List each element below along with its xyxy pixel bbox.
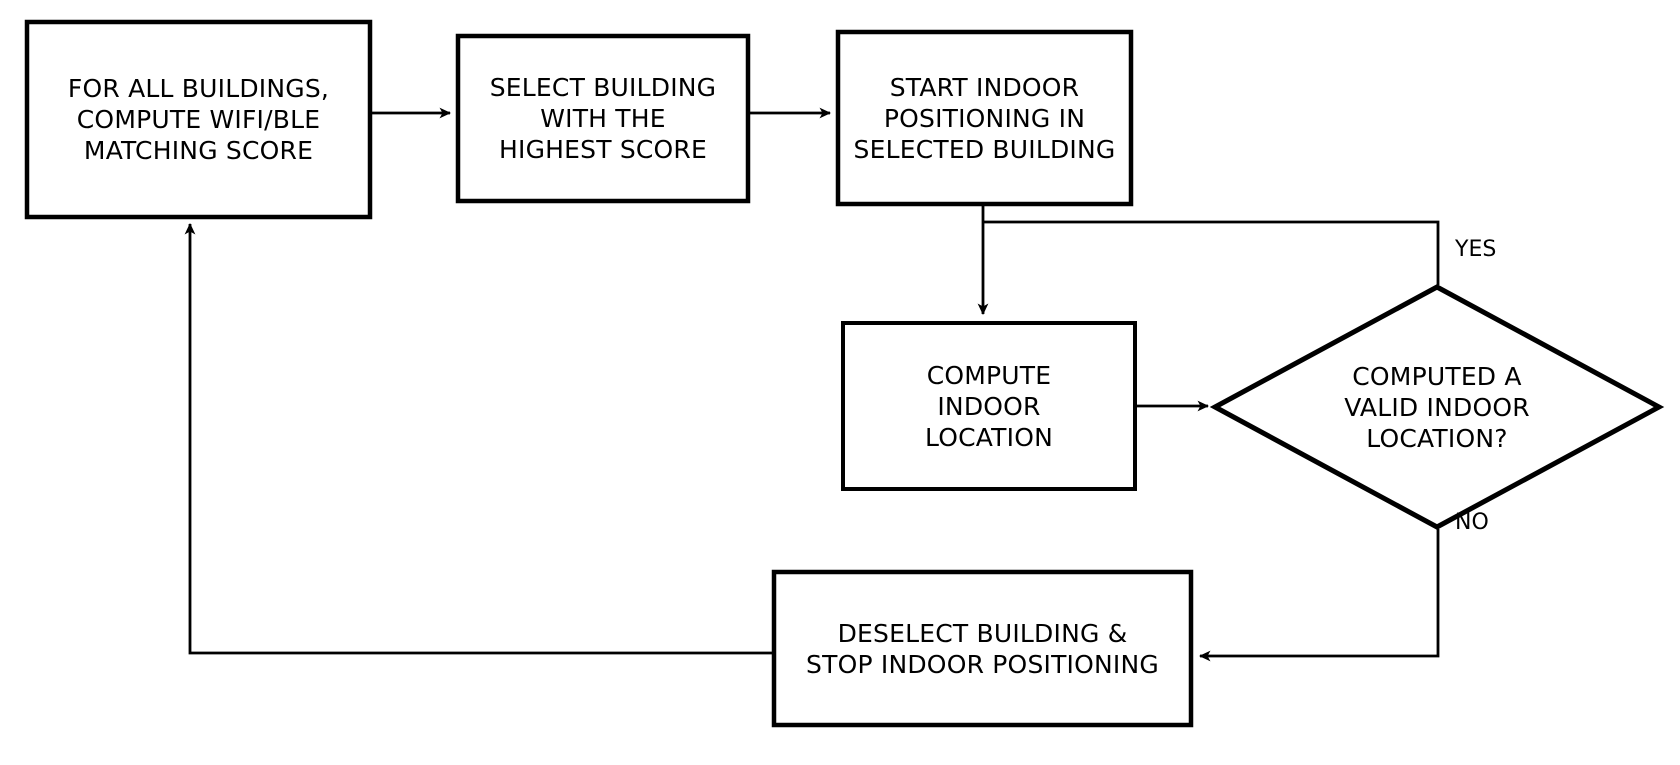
node-deselect-building[interactable]	[771, 569, 1194, 728]
node-compute-indoor-location[interactable]	[841, 321, 1137, 491]
node-select-building[interactable]	[455, 33, 751, 204]
edge-start-to-decision-yes	[983, 220, 1440, 285]
edge-decision-to-deselect-no	[1199, 529, 1440, 662]
edge-label-yes: YES	[1455, 237, 1497, 262]
edge-label-no: NO	[1455, 510, 1489, 535]
edge-deselect-to-score	[184, 223, 772, 655]
node-start-indoor-positioning[interactable]	[835, 29, 1134, 207]
node-for-all-buildings[interactable]	[24, 19, 373, 220]
node-valid-location-decision[interactable]	[1209, 284, 1665, 530]
